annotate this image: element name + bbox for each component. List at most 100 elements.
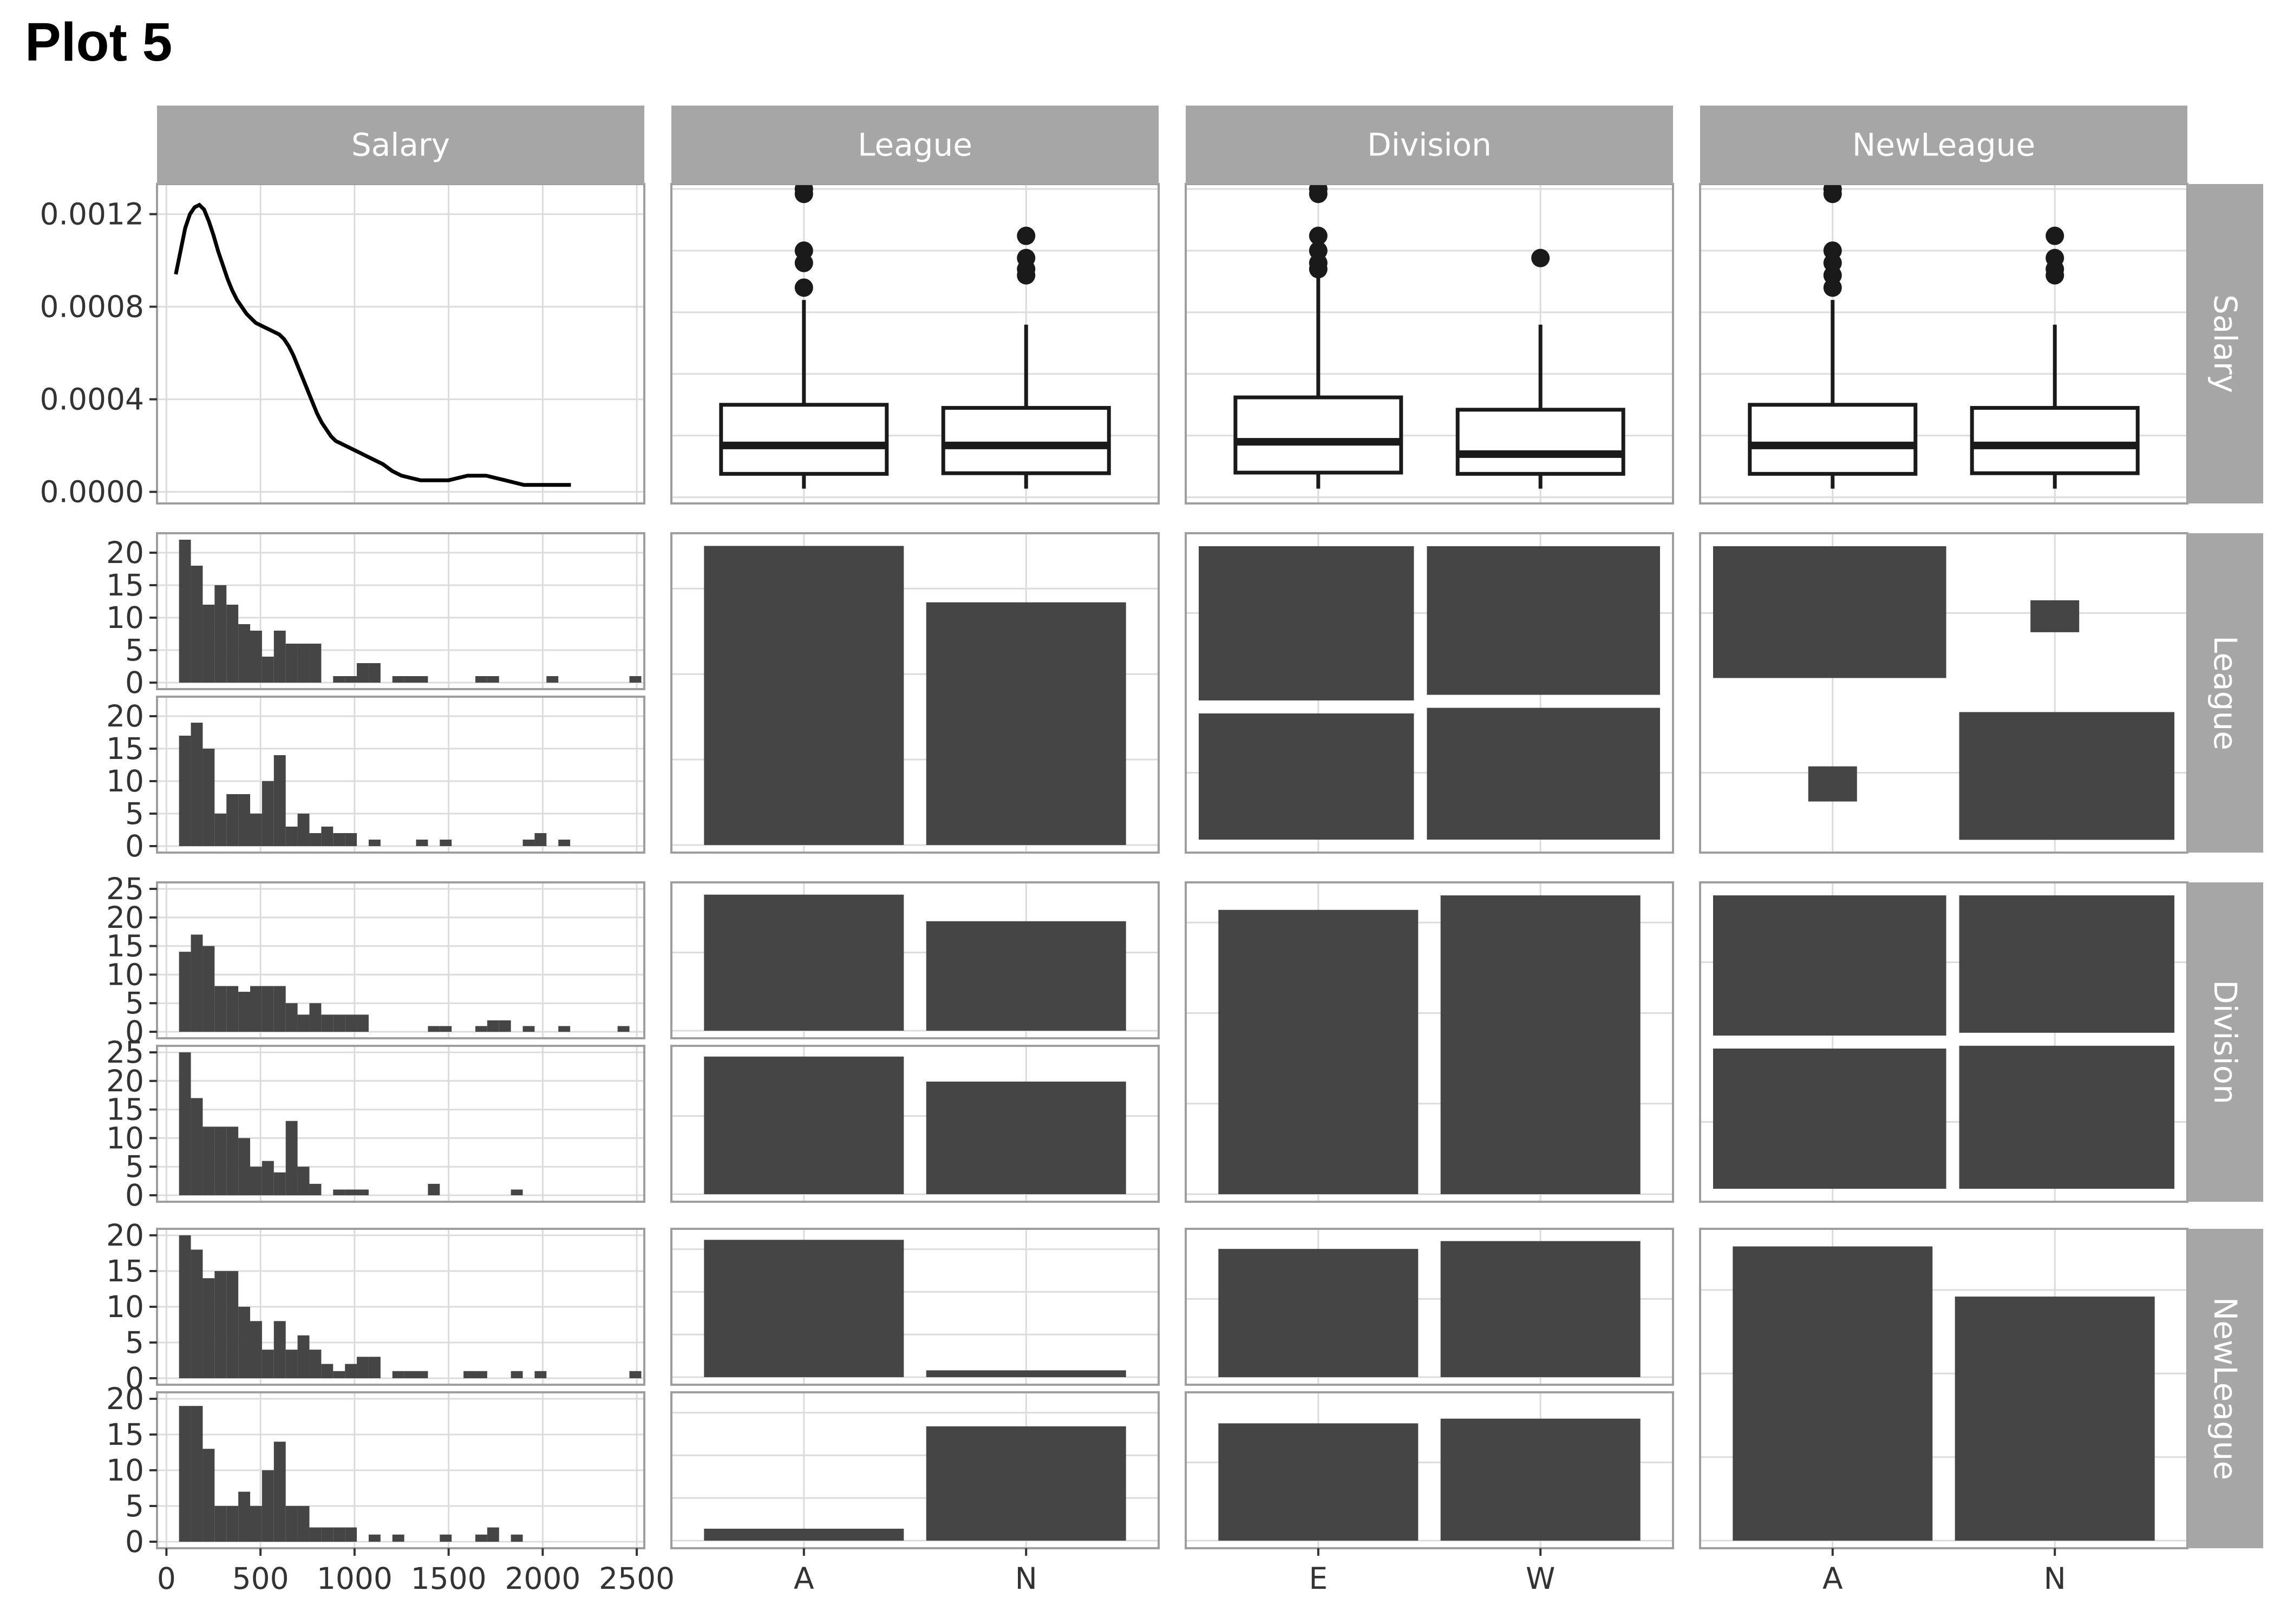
histogram-division-w-bar-21 bbox=[428, 1183, 440, 1195]
mosaic-league-newleague-cell-1-1 bbox=[1959, 712, 2174, 840]
bar-newleague-by-division-1-border bbox=[1185, 1391, 1674, 1549]
histogram-division-e-bar-9 bbox=[285, 1003, 298, 1032]
league-xtick-label-1: N bbox=[1015, 1561, 1037, 1596]
histogram-newleague-n-bar-6 bbox=[250, 1506, 262, 1542]
density-panel-bg bbox=[157, 184, 644, 503]
boxplot-division-w-box bbox=[1455, 408, 1625, 476]
histogram-newleague-a-bar-3 bbox=[214, 1271, 227, 1378]
histogram-division-w-ytick-label-2: 10 bbox=[106, 1121, 144, 1155]
histogram-newleague-n-bar-12 bbox=[321, 1527, 334, 1542]
histogram-newleague-a-bar-15 bbox=[357, 1357, 369, 1378]
bar-newleague-newleague-bar-0 bbox=[1733, 1246, 1933, 1541]
strip-top-newleague bbox=[1700, 106, 2187, 184]
histogram-league-a-bar-2 bbox=[202, 605, 215, 683]
histogram-division-w-bar-15 bbox=[357, 1189, 369, 1195]
histogram-league-n-bar-20 bbox=[416, 840, 428, 846]
histogram-division-e-bar-8 bbox=[273, 986, 286, 1032]
histogram-league-n-bar-12 bbox=[321, 827, 334, 846]
histogram-league-n-bar-30 bbox=[534, 833, 547, 846]
mosaic-league-division-border bbox=[1185, 532, 1674, 854]
histogram-newleague-a-ytick-label-1: 5 bbox=[125, 1325, 144, 1360]
histogram-league-a-bar-9 bbox=[285, 644, 298, 683]
histogram-league-a-border bbox=[156, 532, 645, 690]
histogram-newleague-a-bar-6 bbox=[250, 1321, 262, 1378]
histogram-division-e-bar-6 bbox=[250, 986, 262, 1032]
histogram-newleague-n-ytick-label-1: 5 bbox=[125, 1489, 144, 1523]
strip-right-label-division: Division bbox=[2207, 980, 2244, 1104]
density-ytick-label-3: 0.0012 bbox=[40, 197, 144, 232]
histogram-division-w-bar-11 bbox=[309, 1183, 322, 1195]
histogram-newleague-a-bar-18 bbox=[392, 1371, 404, 1378]
mosaic-division-newleague-cell-0-1 bbox=[1713, 1049, 1946, 1189]
histogram-division-e-bar-29 bbox=[522, 1026, 535, 1032]
histogram-division-e-bar-3 bbox=[214, 986, 227, 1032]
strip-top-league bbox=[671, 106, 1159, 184]
mosaic-league-division-cell-1-0 bbox=[1427, 546, 1660, 695]
histogram-league-n-bar-14 bbox=[345, 833, 357, 846]
histogram-division-w-bar-1 bbox=[191, 1098, 203, 1195]
mosaic-league-division-cell-0-1 bbox=[1199, 713, 1414, 840]
histogram-newleague-a-bar-24 bbox=[463, 1371, 475, 1378]
histogram-newleague-n-ytick-label-0: 0 bbox=[125, 1524, 144, 1559]
histogram-division-e-bar-22 bbox=[440, 1026, 452, 1032]
bar-newleague-by-division-0-bar-1 bbox=[1440, 1241, 1641, 1377]
mosaic-division-newleague-cell-0-0 bbox=[1713, 895, 1946, 1036]
histogram-league-a-bar-5 bbox=[238, 624, 251, 683]
histogram-league-n-bar-29 bbox=[522, 840, 535, 846]
axis-ticks: 0.00000.00040.00080.00120510152005101520… bbox=[40, 197, 2066, 1596]
bar-newleague-by-division-0-border bbox=[1185, 1228, 1674, 1386]
histogram-newleague-a-bar-4 bbox=[226, 1271, 239, 1378]
density-line bbox=[174, 202, 571, 487]
histogram-league-n-bar-32 bbox=[558, 840, 571, 846]
histogram-league-n-border bbox=[156, 696, 645, 854]
salary-xtick-label-0: 0 bbox=[157, 1561, 176, 1596]
histogram-league-a-bar-7 bbox=[262, 657, 274, 683]
histogram-newleague-a-bar-16 bbox=[368, 1357, 381, 1378]
boxplot-league-n-box bbox=[941, 405, 1111, 475]
bar-newleague-by-division-1-bar-0 bbox=[1218, 1423, 1419, 1541]
histogram-division-e-bar-21 bbox=[428, 1026, 440, 1032]
histogram-newleague-n-bar-3 bbox=[214, 1506, 227, 1542]
boxplot-newleague-n-outlier-2 bbox=[2046, 248, 2064, 267]
histogram-league-n-bar-8 bbox=[273, 755, 286, 846]
bar-league-league-border bbox=[670, 532, 1160, 854]
histogram-league-a-bar-15 bbox=[357, 663, 369, 683]
histogram-newleague-n-bar-25 bbox=[475, 1534, 487, 1542]
boxplot-league-a-outlier-2 bbox=[794, 241, 813, 260]
histogram-newleague-n-bar-10 bbox=[297, 1506, 310, 1542]
boxplot-newleague-a-outlier-3 bbox=[1823, 241, 1842, 260]
bar-division-by-league-0-border bbox=[670, 881, 1160, 1039]
histogram-newleague-a-bar-0 bbox=[179, 1235, 191, 1378]
bar-newleague-by-league-0-bar-1 bbox=[926, 1370, 1126, 1377]
histogram-division-e-bar-5 bbox=[238, 992, 251, 1032]
newleague-xtick-label-1: N bbox=[2044, 1561, 2066, 1596]
salary-xtick-label-4: 2000 bbox=[505, 1561, 580, 1596]
histogram-league-n-bar-3 bbox=[214, 814, 227, 846]
histogram-division-w-bar-13 bbox=[333, 1189, 345, 1195]
histogram-newleague-n-bar-11 bbox=[309, 1527, 322, 1542]
histogram-league-a-bar-16 bbox=[368, 663, 381, 683]
histogram-division-e-ytick-label-2: 10 bbox=[106, 957, 144, 992]
mosaic-division-newleague-cell-1-0 bbox=[1959, 895, 2174, 1033]
histogram-newleague-n-bar-16 bbox=[368, 1534, 381, 1542]
histogram-league-a-bar-10 bbox=[297, 644, 310, 683]
density-ytick-label-0: 0.0000 bbox=[40, 475, 144, 509]
boxplot-division-e-outlier-3 bbox=[1309, 226, 1328, 245]
bar-newleague-by-division-1-bar-1 bbox=[1440, 1418, 1641, 1541]
histogram-division-e-bar-15 bbox=[357, 1014, 369, 1032]
histogram-newleague-a-bar-10 bbox=[297, 1335, 310, 1378]
histogram-division-w-bar-0 bbox=[179, 1052, 191, 1195]
histogram-division-w-bar-9 bbox=[285, 1121, 298, 1195]
histogram-league-a-bar-3 bbox=[214, 585, 227, 683]
bar-division-division-bar-0 bbox=[1218, 909, 1419, 1194]
histogram-newleague-a-bar-1 bbox=[191, 1249, 203, 1378]
strip-top-label-newleague: NewLeague bbox=[1852, 127, 2035, 163]
histogram-division-e-bar-14 bbox=[345, 1014, 357, 1032]
histogram-newleague-a-ytick-label-0: 0 bbox=[125, 1361, 144, 1396]
bar-newleague-by-league-0-border bbox=[670, 1228, 1160, 1386]
data-marks bbox=[174, 180, 2174, 1542]
histogram-newleague-a-bar-8 bbox=[273, 1321, 286, 1378]
histogram-league-n-ytick-label-0: 0 bbox=[125, 829, 144, 863]
density-ytick-label-2: 0.0008 bbox=[40, 290, 144, 324]
histogram-league-a-ytick-label-3: 15 bbox=[106, 568, 144, 603]
